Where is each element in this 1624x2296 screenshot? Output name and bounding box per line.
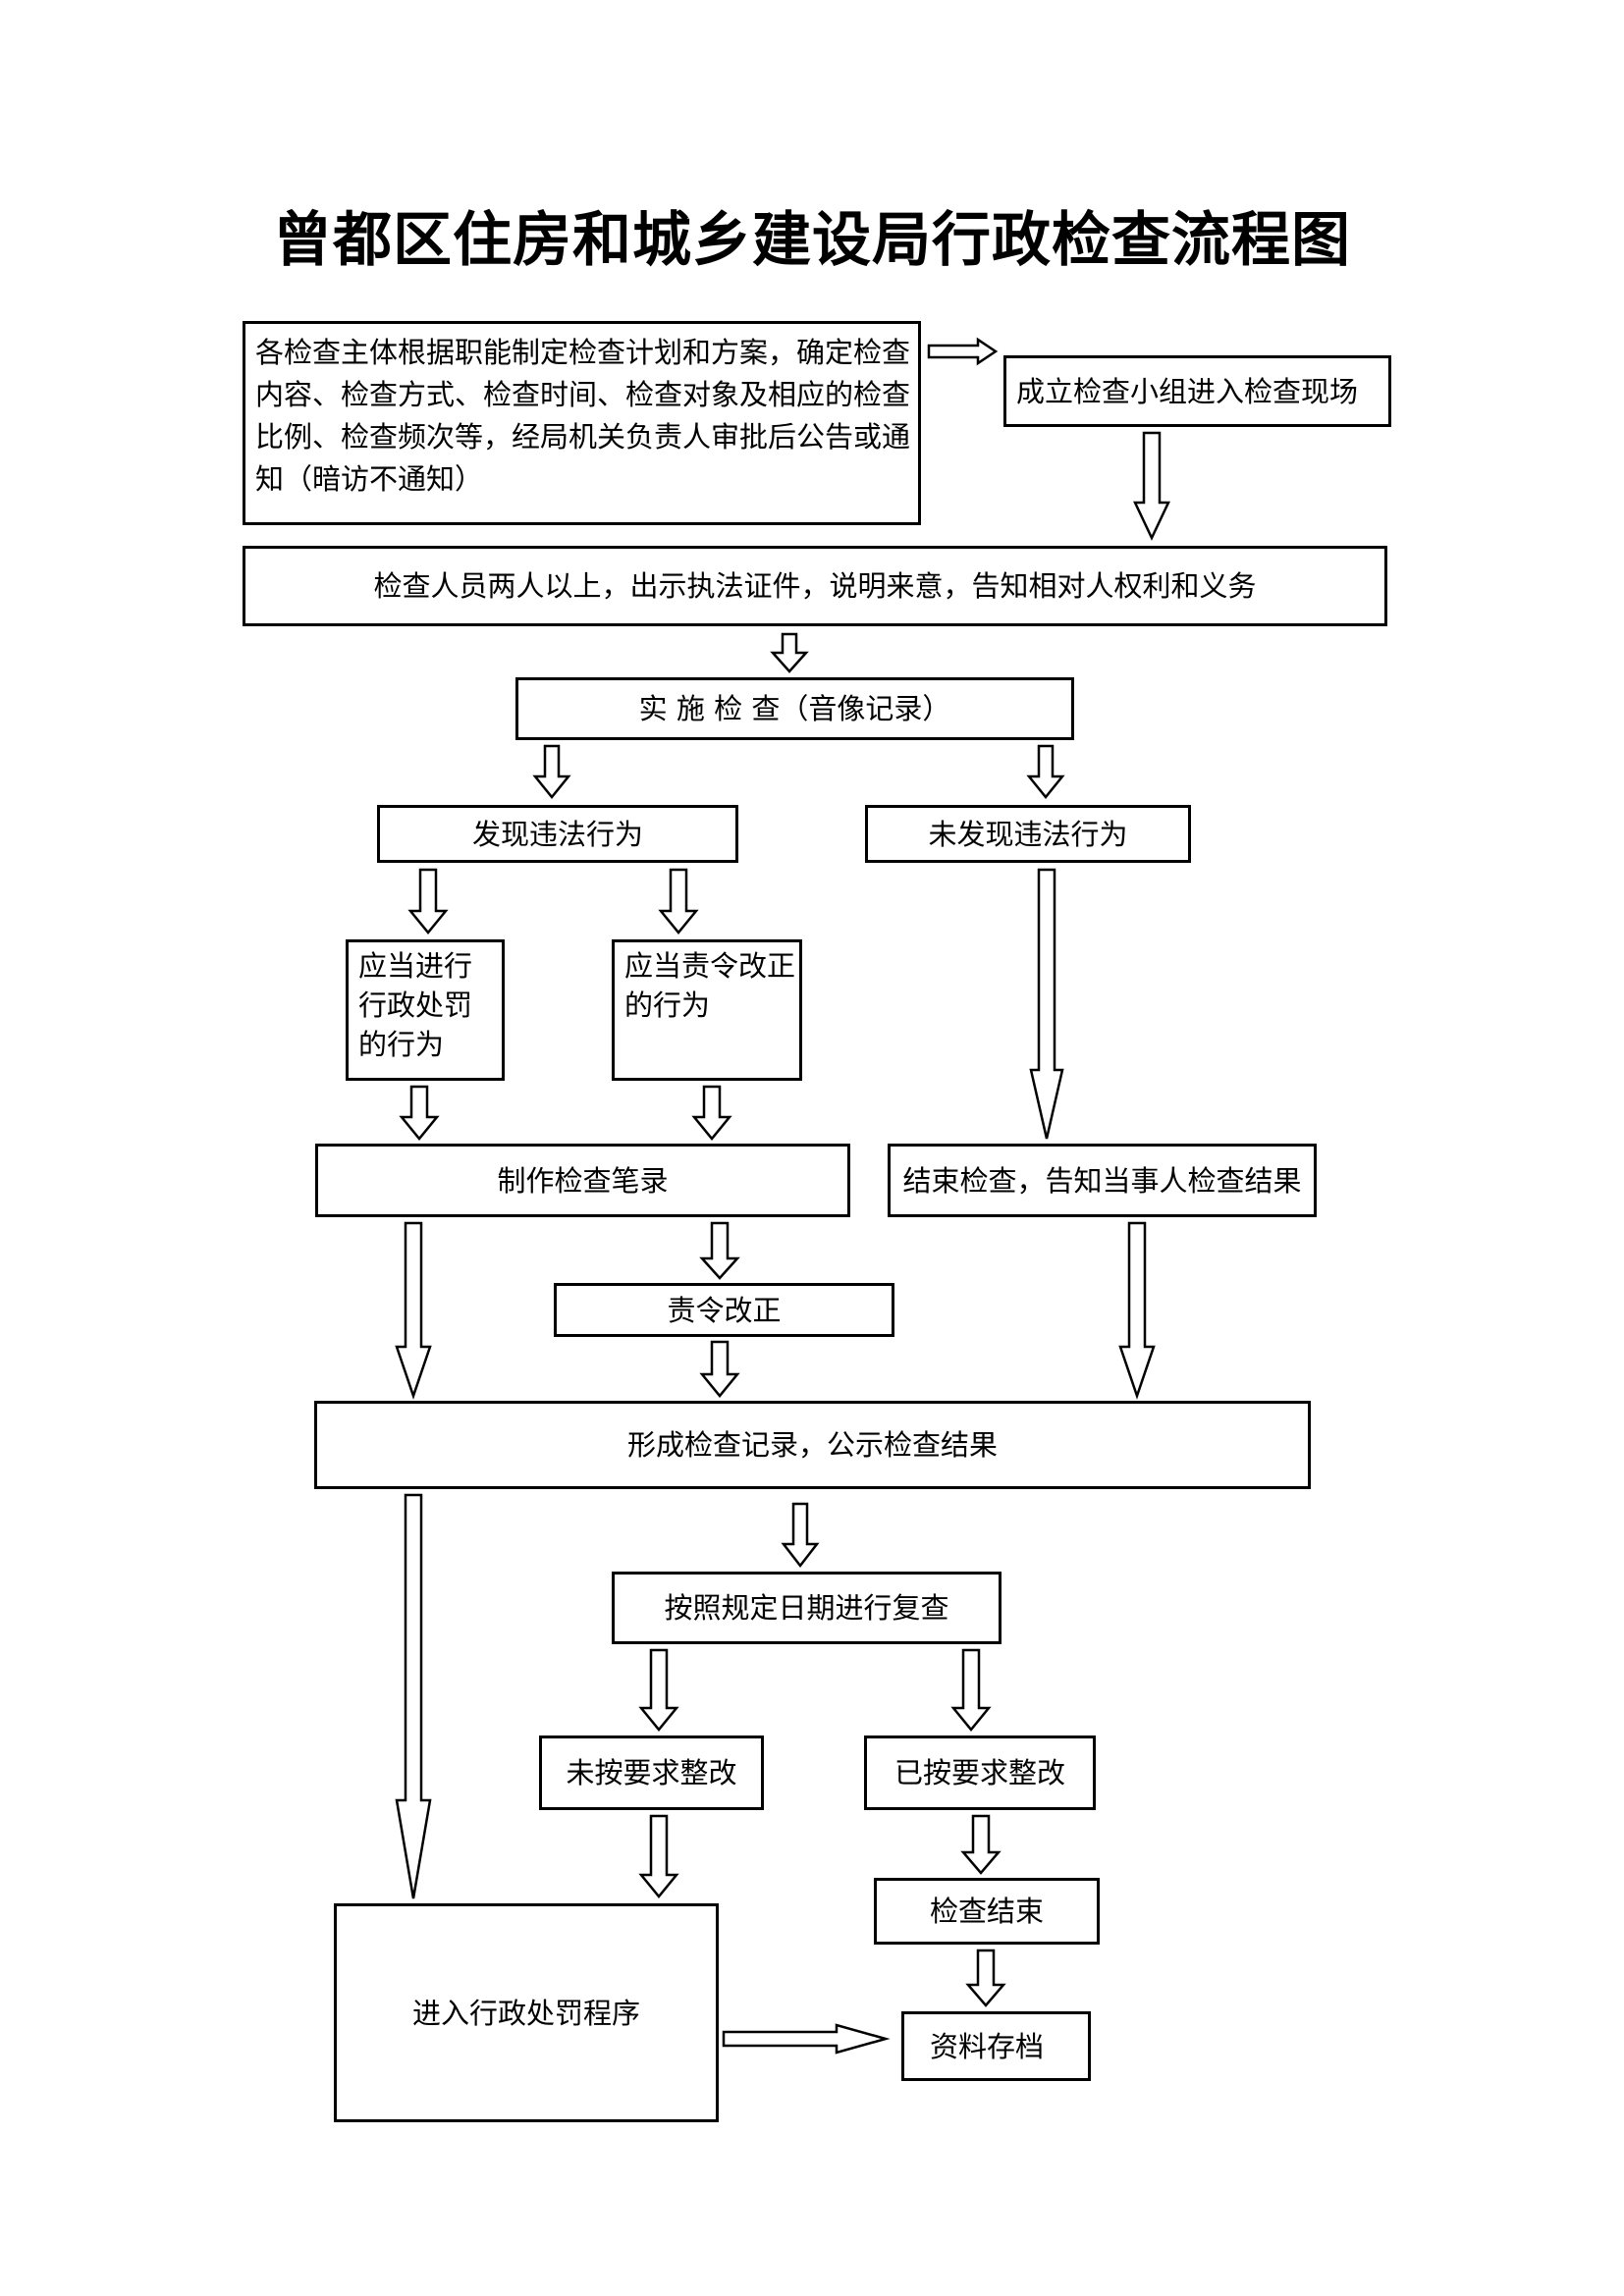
no-violation-box: 未发现违法行为 — [865, 805, 1191, 863]
arrow-end-to-archive — [965, 1949, 1006, 2007]
order-correct-box: 责令改正 — [554, 1283, 894, 1337]
correct-behavior-text: 应当责令改正 的行为 — [624, 949, 796, 1022]
arrow-found-to-penalty — [407, 868, 449, 934]
not-rectified-text: 未按要求整改 — [566, 1756, 737, 1789]
arrow-correct-to-record — [691, 1085, 732, 1141]
arrow-found-to-correct — [658, 868, 699, 934]
implement-text: 实 施 检 查（音像记录） — [638, 692, 951, 725]
arrow-penalty-to-archive — [722, 2023, 891, 2055]
recheck-box: 按照规定日期进行复查 — [612, 1572, 1001, 1644]
check-end-text: 检查结束 — [929, 1895, 1044, 1928]
penalty-procedure-text: 进入行政处罚程序 — [411, 1996, 640, 2030]
arrow-inform-to-implement — [770, 632, 809, 673]
plan-text: 各检查主体根据职能制定检查计划和方案，确定检查内容、检查方式、检查时间、检查对象… — [255, 336, 911, 496]
arrow-order-to-form — [699, 1340, 740, 1398]
inform-box: 检查人员两人以上，出示执法证件，说明来意，告知相对人权利和义务 — [243, 546, 1387, 626]
arrow-implement-to-notfound — [1026, 744, 1065, 799]
found-violation-text: 发现违法行为 — [471, 817, 643, 851]
end-notify-box: 结束检查，告知当事人检查结果 — [888, 1144, 1317, 1217]
page-title: 曾都区住房和城乡建设局行政检查流程图 — [273, 206, 1351, 275]
arrow-implement-to-found — [532, 744, 571, 799]
arrow-notfound-to-end — [1029, 868, 1064, 1140]
archive-text: 资料存档 — [930, 2029, 1045, 2063]
penalty-behavior-text: 应当进行 行政处罚 的行为 — [358, 949, 473, 1061]
found-violation-box: 发现违法行为 — [377, 805, 738, 863]
arrow-team-to-inform — [1133, 431, 1170, 541]
arrow-notrect-to-penalty — [638, 1814, 679, 1898]
arrow-plan-to-team — [927, 337, 999, 366]
arrow-rect-to-end — [960, 1814, 1001, 1875]
end-notify-text: 结束检查，告知当事人检查结果 — [902, 1163, 1302, 1198]
form-record-box: 形成检查记录，公示检查结果 — [314, 1401, 1311, 1489]
arrow-end-to-form — [1118, 1221, 1156, 1400]
arrow-record-to-form — [395, 1221, 432, 1400]
arrow-form-to-recheck — [781, 1502, 820, 1569]
arrow-record-to-order — [699, 1221, 740, 1280]
arrow-recheck-to-rect — [950, 1648, 992, 1732]
no-violation-text: 未发现违法行为 — [928, 817, 1128, 851]
correct-behavior-box: 应当责令改正 的行为 — [612, 939, 802, 1081]
not-rectified-box: 未按要求整改 — [539, 1735, 764, 1810]
make-record-text: 制作检查笔录 — [497, 1163, 669, 1198]
rectified-box: 已按要求整改 — [864, 1735, 1096, 1810]
form-record-text: 形成检查记录，公示检查结果 — [626, 1428, 998, 1462]
team-box: 成立检查小组进入检查现场 — [1003, 355, 1391, 427]
plan-box: 各检查主体根据职能制定检查计划和方案，确定检查内容、检查方式、检查时间、检查对象… — [243, 321, 921, 525]
penalty-behavior-box: 应当进行 行政处罚 的行为 — [346, 939, 505, 1081]
make-record-box: 制作检查笔录 — [315, 1144, 850, 1217]
rectified-text: 已按要求整改 — [893, 1756, 1065, 1789]
archive-box: 资料存档 — [901, 2011, 1091, 2081]
arrow-recheck-to-notrect — [638, 1648, 679, 1732]
arrow-penalty-to-record — [399, 1085, 440, 1141]
order-correct-text: 责令改正 — [667, 1293, 782, 1327]
implement-box: 实 施 检 查（音像记录） — [515, 677, 1074, 740]
penalty-procedure-box: 进入行政处罚程序 — [334, 1903, 719, 2122]
recheck-text: 按照规定日期进行复查 — [664, 1591, 949, 1625]
arrow-form-to-penalty — [395, 1493, 432, 1899]
inform-text: 检查人员两人以上，出示执法证件，说明来意，告知相对人权利和义务 — [373, 569, 1257, 603]
check-end-box: 检查结束 — [874, 1878, 1100, 1945]
team-text: 成立检查小组进入检查现场 — [1016, 374, 1359, 408]
